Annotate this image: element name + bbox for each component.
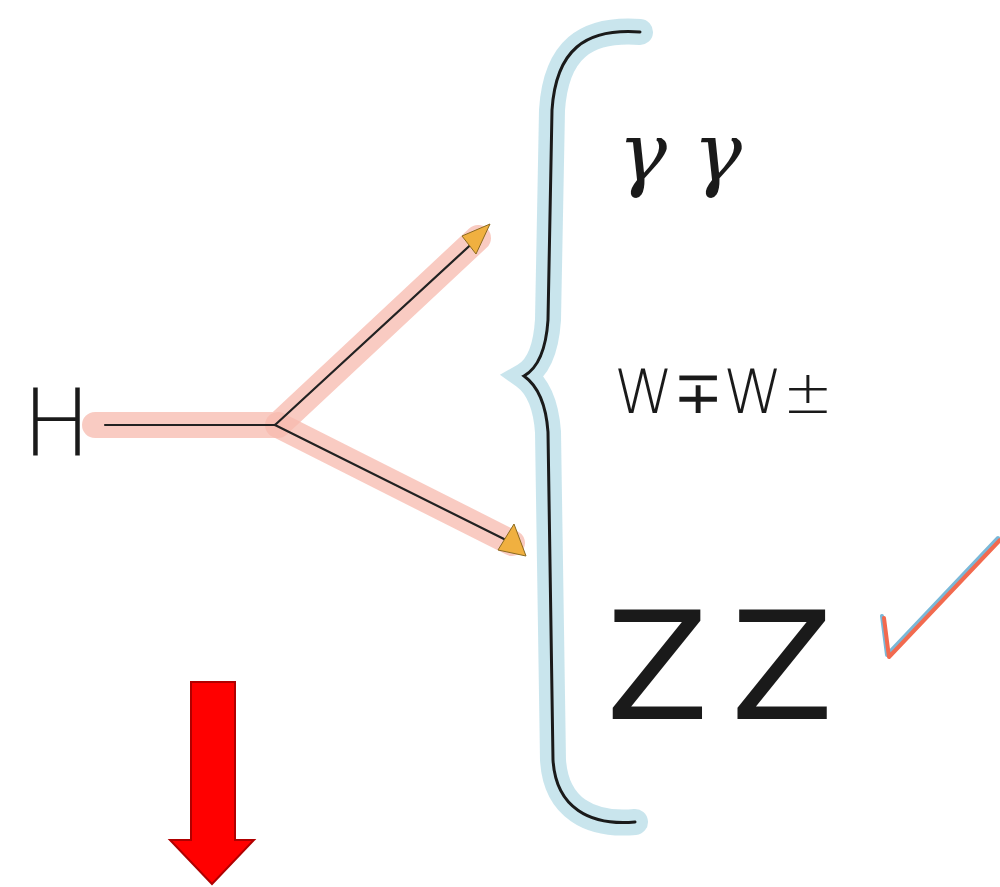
lower-line [275, 425, 512, 543]
particle-label: ZZ [606, 592, 856, 742]
particle-label: H [22, 378, 91, 470]
down-arrow [170, 682, 254, 884]
arrow-head [498, 524, 526, 556]
upper-glow [95, 238, 478, 425]
higgs-line [105, 424, 275, 426]
arrow-head [462, 224, 490, 254]
upper-line [275, 238, 478, 425]
decay-lines [105, 238, 512, 543]
particle-label: W∓W± [614, 362, 833, 422]
check-shadow [882, 538, 998, 655]
check-mark [884, 540, 1000, 657]
line-glow [95, 238, 512, 543]
particle-label: γ γ [618, 112, 742, 194]
